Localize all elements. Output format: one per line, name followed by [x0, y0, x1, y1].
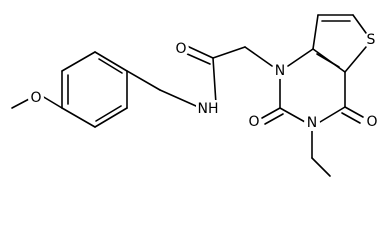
bond-aryl-ch2: [126, 70, 161, 91]
carbonyl-oxygen-c4-label: O: [366, 114, 377, 130]
sulfur-atom: S: [363, 32, 379, 48]
bond-benzene-inner-c: [95, 105, 122, 122]
ring-nitrogen-1-atom: N: [272, 63, 288, 79]
bond-c4-o-a: [344, 106, 364, 118]
molecule-structure-diagram: O O NH N N O O S: [11, 14, 380, 177]
carbonyl-oxygen-c2-label: O: [248, 114, 259, 130]
bond-c4a-c7a-inner: [316, 53, 340, 68]
bond-benzene-2: [61, 51, 96, 72]
amide-oxygen-atom: O: [173, 41, 189, 57]
sulfur-label: S: [367, 32, 376, 48]
bond-methyl-o: [11, 97, 32, 109]
bond-amide-co-a: [186, 45, 214, 59]
bond-carbonyl-ch2: [212, 46, 246, 59]
atom-label-layer: O O NH N N O O S: [28, 32, 380, 131]
bond-s-c4a: [344, 46, 367, 73]
bond-ch2-nh: [159, 89, 197, 107]
bond-n3-c2: [279, 107, 306, 123]
bond-benzene-3: [94, 51, 128, 72]
amide-nitrogen-label: NH: [198, 101, 219, 117]
ring-nitrogen-1-label: N: [275, 63, 285, 79]
bond-benzene-6: [61, 107, 96, 128]
bond-n1-c7a: [287, 48, 314, 67]
bond-c2-o-a: [261, 107, 281, 119]
bond-c4-o-b: [341, 112, 361, 124]
bond-ch2-n1: [244, 46, 273, 67]
bond-layer: [11, 14, 367, 177]
bond-benzene-5: [94, 107, 128, 128]
bond-amide-co-b: [184, 52, 211, 65]
bond-nh-carbonyl: [212, 57, 217, 105]
bond-c7a-c7: [312, 14, 319, 50]
bond-benzene-inner-b: [98, 58, 123, 74]
bond-c4-n3: [319, 106, 346, 123]
amide-nitrogen-atom: NH: [196, 100, 220, 118]
bond-c2-o-b: [264, 113, 284, 125]
ring-nitrogen-3-label: N: [307, 115, 317, 131]
carbonyl-oxygen-c2-atom: O: [246, 114, 262, 130]
bond-o-aryl: [41, 95, 63, 109]
methoxy-oxygen-atom: O: [28, 90, 44, 106]
methoxy-oxygen-label: O: [30, 90, 41, 106]
ring-nitrogen-3-atom: N: [304, 115, 320, 131]
carbonyl-oxygen-c4-atom: O: [364, 114, 380, 130]
amide-oxygen-label: O: [175, 41, 186, 57]
bond-c6-s: [352, 14, 367, 34]
bond-ch2-ch3: [311, 157, 331, 177]
